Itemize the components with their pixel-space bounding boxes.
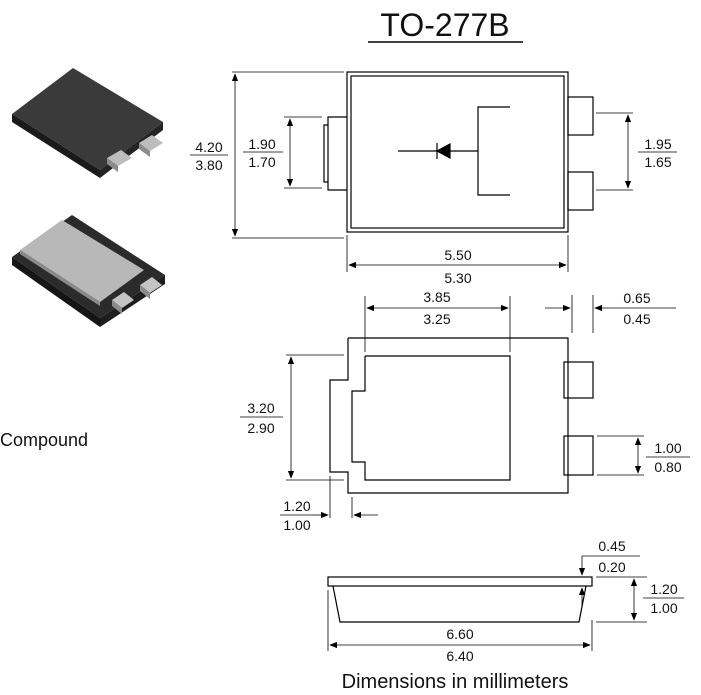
package-top-icon	[12, 68, 163, 178]
body-width-max: 5.50	[444, 247, 471, 263]
lead-span-max: 1.95	[644, 136, 671, 152]
pad-width-max: 3.85	[423, 289, 450, 305]
height-max: 1.20	[650, 581, 677, 597]
lead-width-max: 0.65	[623, 290, 650, 306]
tab-height-min: 1.70	[248, 154, 275, 170]
body-width-min: 5.30	[444, 270, 471, 286]
lead-pad-height-min: 0.80	[654, 459, 681, 475]
pad-height-min: 2.90	[247, 420, 274, 436]
top-view	[190, 71, 677, 272]
length-min: 6.40	[446, 648, 473, 664]
body-height-min: 3.80	[195, 157, 222, 173]
package-bottom-icon	[12, 215, 165, 327]
lead-thickness-max: 0.45	[598, 538, 625, 554]
units-caption: Dimensions in millimeters	[342, 671, 569, 693]
pad-view	[240, 295, 690, 519]
lead-pad-height-max: 1.00	[654, 440, 681, 456]
lead-thickness-min: 0.20	[598, 559, 625, 575]
side-view	[327, 555, 684, 651]
lead-span-min: 1.65	[644, 154, 671, 170]
pad-height-max: 3.20	[247, 400, 274, 416]
pad-width-min: 3.25	[423, 311, 450, 327]
diode-symbol-icon	[398, 106, 510, 196]
tab-offset-max: 1.20	[283, 498, 310, 514]
tab-offset-min: 1.00	[283, 517, 310, 533]
lead-width-min: 0.45	[623, 311, 650, 327]
length-max: 6.60	[446, 626, 473, 642]
partial-label: Compound	[0, 430, 88, 450]
height-min: 1.00	[650, 600, 677, 616]
tab-height-max: 1.90	[248, 136, 275, 152]
package-title: TO-277B	[380, 7, 509, 43]
body-height-max: 4.20	[195, 139, 222, 155]
